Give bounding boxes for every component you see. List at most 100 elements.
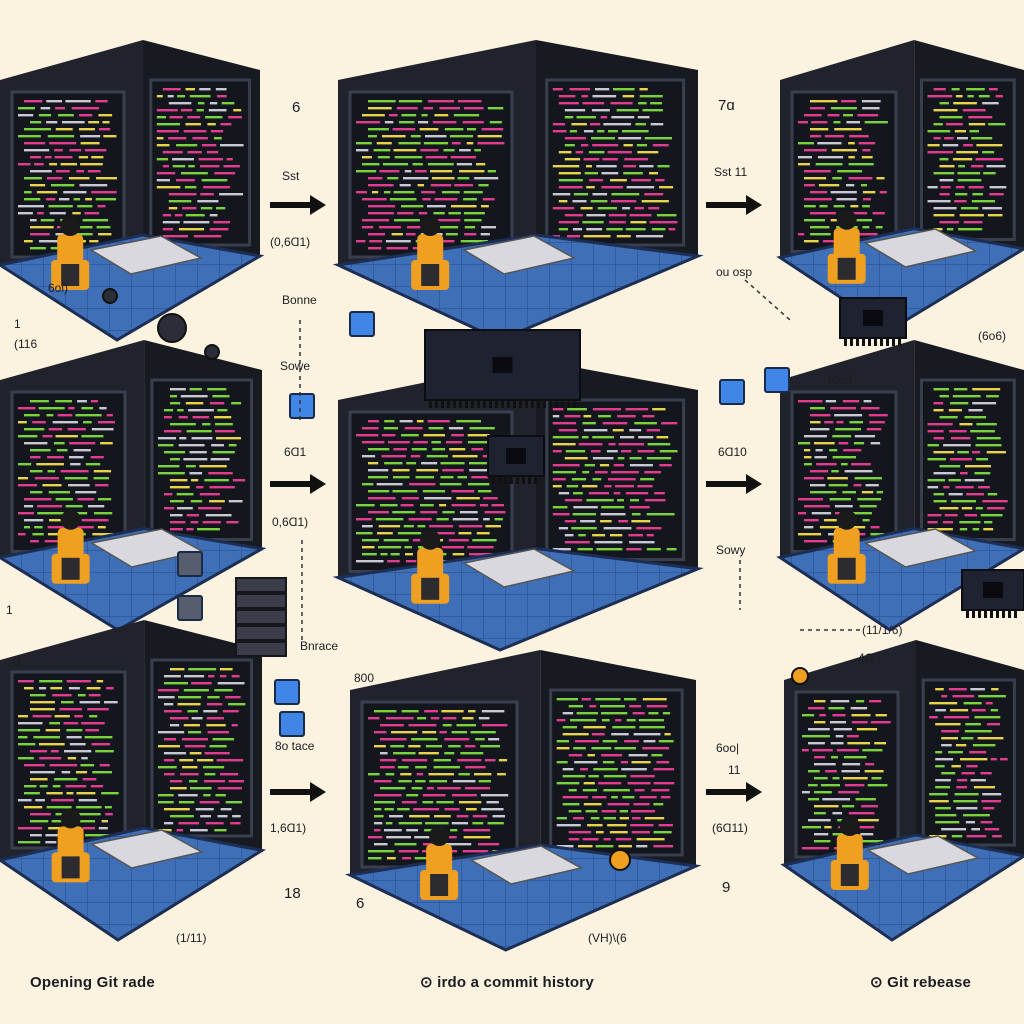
cube-prop	[177, 551, 203, 577]
person-head	[60, 808, 81, 829]
cpu-chip	[492, 357, 513, 373]
step-label: 6Ɑ1	[284, 445, 307, 459]
dashed-connector	[744, 279, 791, 321]
person-body	[57, 826, 84, 857]
keyboard	[863, 228, 978, 268]
person-head	[839, 816, 860, 836]
side-label: 1	[14, 317, 21, 331]
cpu-chip	[506, 448, 526, 464]
misc-label: (6o6)	[978, 329, 1007, 343]
person-legs	[837, 257, 856, 280]
person-body	[836, 834, 863, 864]
step-label: 11	[728, 763, 741, 777]
cube-prop	[349, 311, 375, 337]
caption-opening-git: Opening Git rade	[30, 974, 155, 991]
side-label: Ɑ	[12, 655, 21, 669]
misc-label: (6oi)	[828, 373, 853, 387]
server-stack	[235, 641, 287, 657]
step-label: 0,6Ɑ1)	[272, 515, 309, 529]
step-label: 8o tace	[275, 739, 315, 753]
cpu-chip	[983, 582, 1003, 598]
person-body	[417, 547, 444, 578]
side-label: (116	[14, 337, 38, 351]
cube-prop	[719, 379, 745, 405]
step-label: 0,J	[210, 639, 227, 653]
step-label: 6Ɑ10	[718, 445, 747, 459]
person-body	[417, 234, 444, 264]
cube-prop	[279, 711, 305, 737]
step-label: 7ɑ	[718, 97, 735, 114]
workstation-room	[345, 650, 702, 952]
keyboard	[89, 528, 204, 568]
misc-label: 6oo|	[716, 741, 740, 755]
workstation-room	[332, 40, 704, 342]
step-label: 6	[292, 99, 301, 116]
keyboard	[89, 829, 204, 869]
person-legs	[61, 856, 80, 879]
disk-prop	[609, 849, 631, 871]
step-label: 1,6Ɑ1)	[270, 821, 307, 835]
side-label: 1	[6, 603, 13, 617]
keyboard	[865, 835, 981, 875]
keyboard	[88, 235, 204, 275]
person-head	[420, 216, 441, 236]
person-head	[836, 209, 857, 230]
misc-label: 4Ɑ	[858, 651, 874, 665]
code-screen	[545, 78, 686, 247]
arrow-head	[746, 474, 762, 494]
person-body	[57, 234, 84, 264]
server-stack	[235, 609, 287, 625]
arrow-head	[310, 782, 326, 802]
misc-label: 6	[356, 895, 365, 912]
step-label: Bonne	[282, 293, 317, 307]
keyboard	[469, 845, 584, 885]
arrow-head	[746, 195, 762, 215]
server-stack	[235, 593, 287, 609]
disk-prop	[791, 667, 809, 685]
workstation-room	[776, 340, 1024, 632]
server-stack	[235, 625, 287, 641]
person-legs	[840, 864, 859, 886]
workstation-room	[0, 40, 265, 342]
person-legs	[430, 874, 449, 896]
server-stack	[235, 577, 287, 593]
disk-prop	[102, 288, 118, 304]
person-body	[57, 527, 84, 558]
person-head	[429, 826, 450, 846]
caption-commit-history: ⊙ irdo a commit history	[420, 974, 594, 991]
code-screen	[150, 378, 254, 541]
step-label: (0,6Ɑ1)	[270, 235, 311, 249]
person-legs	[421, 577, 440, 600]
misc-label: (1/11)	[176, 931, 207, 945]
workstation-room	[776, 40, 1024, 332]
cube-prop	[764, 367, 790, 393]
cube-prop	[177, 595, 203, 621]
disk-prop	[204, 344, 220, 360]
cube-prop	[274, 679, 300, 705]
workstation-room	[0, 340, 267, 632]
person-body	[426, 844, 453, 874]
cpu-chip	[863, 310, 883, 326]
person-head	[60, 509, 81, 530]
misc-label: 800	[354, 671, 375, 685]
person-body	[833, 227, 860, 258]
step-label: Sst 11	[714, 165, 748, 179]
arrow-head	[310, 195, 326, 215]
person-head	[420, 529, 441, 550]
workstation-room	[332, 360, 704, 652]
person-head	[836, 509, 857, 530]
step-label: Sowe	[280, 359, 311, 373]
person-legs	[421, 264, 440, 286]
step-label: ou osp	[716, 265, 753, 279]
step-label: (6Ɑ11)	[712, 821, 748, 835]
misc-label: Bnrace	[300, 639, 339, 653]
person-head	[60, 216, 81, 236]
workstation-room	[0, 620, 267, 942]
step-label: Sowy	[716, 543, 746, 557]
side-label: 6oi)	[48, 281, 69, 295]
misc-label: (VH)\(6	[588, 931, 627, 945]
keyboard	[863, 528, 978, 568]
step-label: 18	[284, 885, 301, 902]
person-legs	[61, 557, 80, 580]
person-legs	[61, 264, 80, 286]
